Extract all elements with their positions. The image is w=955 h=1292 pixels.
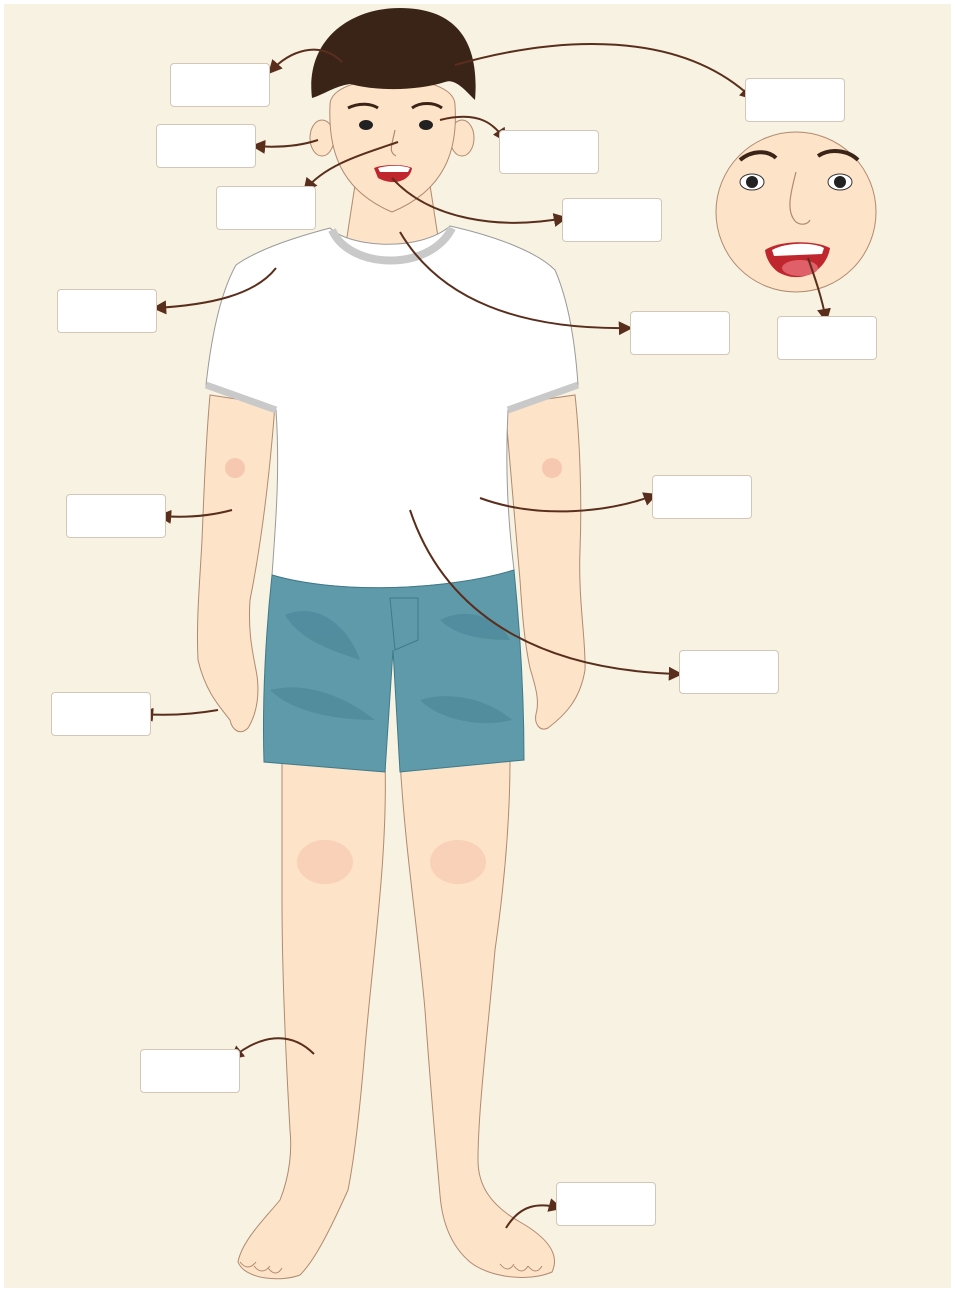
right-knee-shade [297,840,353,884]
legs [238,760,554,1279]
label-text-tongue [778,317,876,359]
label-box-elbow[interactable] [66,494,166,538]
label-box-ear[interactable] [156,124,256,168]
label-text-leg [141,1050,239,1092]
label-box-belly[interactable] [652,475,752,519]
label-box-tongue[interactable] [777,316,877,360]
arrow-hand [142,710,218,715]
label-text-elbow [67,495,165,537]
label-box-neck[interactable] [630,311,730,355]
label-box-forehead[interactable] [745,78,845,122]
face [330,79,456,212]
label-box-hair[interactable] [170,63,270,107]
closeup-right-pupil [746,176,758,188]
label-text-hand [52,693,150,735]
left-elbow-shade [542,458,562,478]
shorts [263,570,524,772]
label-box-nose[interactable] [216,186,316,230]
label-box-mouth[interactable] [562,198,662,242]
label-text-ear [157,125,255,167]
label-box-hip[interactable] [679,650,779,694]
label-text-mouth [563,199,661,241]
label-box-foot[interactable] [556,1182,656,1226]
label-text-belly [653,476,751,518]
label-box-eye[interactable] [499,130,599,174]
right-elbow-shade [225,458,245,478]
label-box-hand[interactable] [51,692,151,736]
right-leg [238,760,385,1279]
hair-shape [311,8,475,100]
label-text-forehead [746,79,844,121]
right-eye [359,120,373,130]
right-arm [197,395,275,732]
left-leg [400,760,554,1277]
left-eye [419,120,433,130]
closeup-left-pupil [834,176,846,188]
label-text-eye [500,131,598,173]
label-text-hair [171,64,269,106]
label-text-neck [631,312,729,354]
label-box-leg[interactable] [140,1049,240,1093]
label-text-foot [557,1183,655,1225]
arrow-forehead [455,44,752,98]
left-knee-shade [430,840,486,884]
label-text-hip [680,651,778,693]
label-box-shoulder[interactable] [57,289,157,333]
arrow-ear [254,140,318,147]
label-text-shoulder [58,290,156,332]
label-text-nose [217,187,315,229]
